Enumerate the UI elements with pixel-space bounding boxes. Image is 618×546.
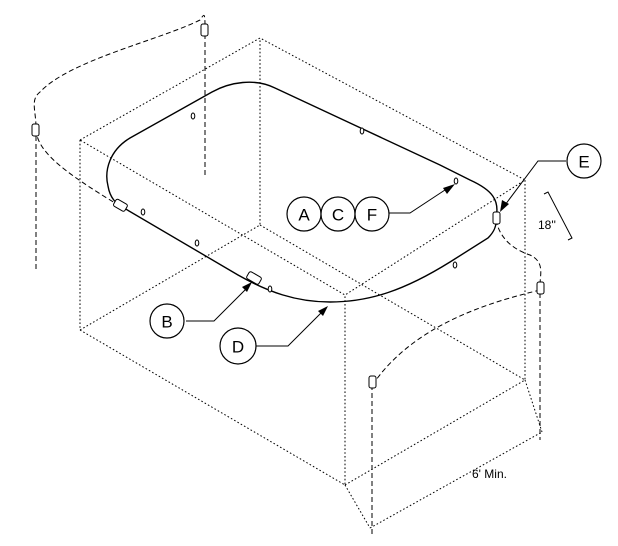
- connector-e: [492, 211, 501, 225]
- heating-cable-loop: [106, 81, 498, 303]
- leader-b: [186, 287, 248, 322]
- cable-tie: [190, 112, 196, 120]
- dim-18-bracket: [543, 191, 573, 241]
- callout-b-label: B: [161, 313, 172, 332]
- lead-cables: [33, 15, 542, 535]
- cable-tie: [140, 208, 146, 216]
- callout-f-circle: [354, 196, 390, 232]
- cable-ties: [140, 112, 459, 293]
- dim-extension-left: [344, 484, 371, 529]
- callout-f: F: [354, 196, 390, 232]
- leader-acf: [388, 187, 449, 214]
- callout-d-label: D: [232, 338, 244, 357]
- callout-b-circle: [149, 303, 185, 339]
- callout-d-circle: [219, 327, 257, 365]
- callout-c: C: [320, 196, 356, 232]
- dimension-six-feet: 6' Min.: [344, 379, 543, 529]
- box-outline: [78, 37, 526, 486]
- arrow-b: [242, 282, 252, 292]
- height-label: 18'': [538, 218, 556, 232]
- arrow-d: [318, 306, 328, 316]
- splice-connector-left: [113, 198, 128, 212]
- connector-left: [31, 123, 40, 137]
- arrow-acf: [443, 184, 455, 194]
- cable-tie: [452, 261, 458, 269]
- callout-e: E: [566, 143, 602, 179]
- connector-lower: [368, 375, 377, 389]
- cable-tie: [194, 239, 200, 247]
- leader-e: [504, 160, 566, 206]
- lead-right-to-lower-connector: [375, 289, 541, 381]
- min-distance-label: 6' Min.: [472, 467, 507, 481]
- cable-tie: [359, 127, 365, 135]
- callout-d: D: [219, 327, 257, 365]
- cable-loop: [106, 81, 498, 303]
- callout-b: B: [149, 303, 185, 339]
- dimension-eighteen-inch: 18'': [538, 191, 573, 241]
- lead-right-to-connector: [495, 219, 542, 286]
- box-top-face: [78, 37, 526, 296]
- connector-right: [536, 281, 545, 295]
- splice-connector-b: [246, 271, 262, 285]
- cable-tie: [453, 177, 459, 185]
- callout-a: A: [286, 196, 322, 232]
- callout-e-circle: [566, 143, 602, 179]
- leader-d: [256, 311, 323, 347]
- box-hidden-edges: [79, 38, 526, 381]
- terminal-connectors: [31, 23, 545, 389]
- lead-left-to-top-connector: [33, 15, 206, 207]
- callout-c-label: C: [332, 206, 344, 225]
- callout-f-label: F: [367, 206, 377, 225]
- leader-lines: [186, 160, 566, 347]
- callouts: A C F E B D: [149, 143, 602, 365]
- dim-extension-right: [524, 379, 543, 433]
- cable-tie: [267, 285, 273, 293]
- box-right-face: [344, 180, 526, 486]
- callout-e-label: E: [578, 153, 589, 172]
- dim-line: [369, 431, 543, 529]
- box-front-left-face: [79, 140, 346, 486]
- connector-top: [200, 23, 209, 37]
- callout-a-label: A: [298, 206, 310, 225]
- arrow-e: [500, 200, 509, 212]
